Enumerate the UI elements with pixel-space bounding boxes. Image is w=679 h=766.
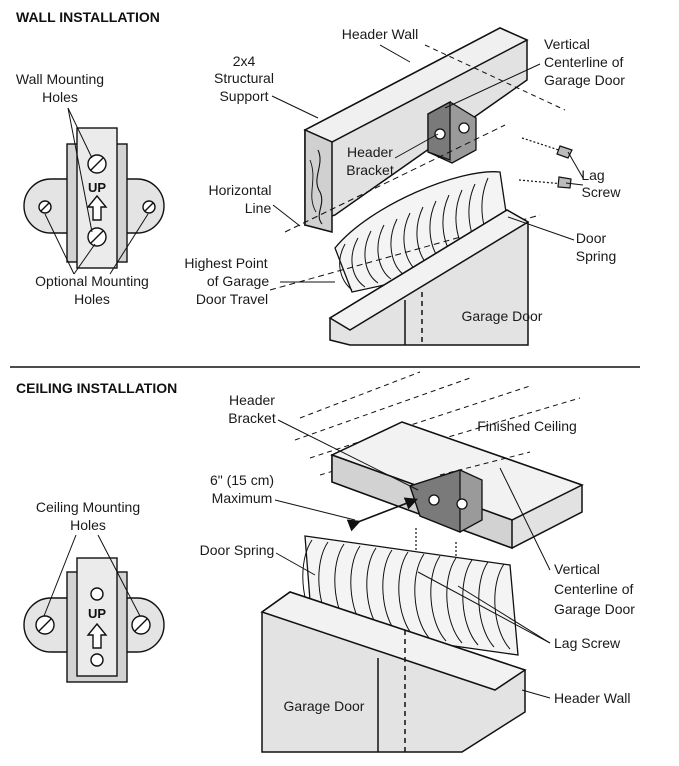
label-ceiling-mounting-holes-1: Ceiling Mounting bbox=[36, 499, 140, 515]
label-horizontal-line-1: Horizontal bbox=[208, 182, 271, 198]
label-vertical-centerline-2: Centerline of bbox=[544, 54, 623, 70]
label-door-spring-2: Spring bbox=[576, 248, 616, 264]
wall-leader-lines bbox=[44, 44, 584, 283]
optional-mounting-hole-left bbox=[38, 200, 52, 214]
wall-garage-door bbox=[328, 209, 530, 346]
wall-header-bracket bbox=[427, 100, 477, 164]
label-wall-mounting-holes-2: Holes bbox=[42, 89, 78, 105]
ceiling-mounting-hole-right bbox=[131, 615, 151, 635]
ceiling-leader-lines bbox=[43, 419, 551, 699]
label-maximum-1: 6" (15 cm) bbox=[210, 472, 274, 488]
label-header-bracket-1: Header bbox=[347, 144, 393, 160]
wall-mounting-hole-top bbox=[87, 154, 107, 174]
label-vertical-centerline-3: Garage Door bbox=[544, 72, 625, 88]
label-structural-support-3: Support bbox=[219, 88, 268, 104]
ceiling-up-label: UP bbox=[88, 606, 106, 621]
label-finished-ceiling: Finished Ceiling bbox=[477, 418, 577, 434]
label-structural-support-1: 2x4 bbox=[233, 53, 256, 69]
header-wall-block bbox=[303, 27, 529, 233]
ceiling-section-title: CEILING INSTALLATION bbox=[16, 380, 177, 396]
label-ceiling-vertical-centerline-1: Vertical bbox=[554, 561, 600, 577]
label-ceiling-door-spring: Door Spring bbox=[200, 542, 275, 558]
label-highest-point-1: Highest Point bbox=[184, 255, 267, 271]
label-horizontal-line-2: Line bbox=[245, 200, 272, 216]
up-arrow-icon bbox=[86, 194, 108, 221]
ceiling-centerline-dashed bbox=[439, 451, 531, 476]
label-wall-mounting-holes-1: Wall Mounting bbox=[16, 71, 104, 87]
ceiling-mounting-hole-left bbox=[35, 615, 55, 635]
max-distance-arrow bbox=[346, 497, 418, 532]
label-structural-support-2: Structural bbox=[214, 70, 274, 86]
label-highest-point-3: Door Travel bbox=[196, 291, 268, 307]
label-ceiling-header-bracket-2: Bracket bbox=[228, 410, 276, 426]
label-ceiling-vertical-centerline-2: Centerline of bbox=[554, 581, 633, 597]
wall-bracket-front-view bbox=[23, 127, 165, 269]
ceiling-garage-door bbox=[260, 591, 527, 753]
wall-labels: Header Wall 2x4 Structural Support Verti… bbox=[16, 26, 625, 324]
ceiling-up-arrow-icon bbox=[86, 622, 108, 649]
label-lag-screw-1: Lag bbox=[581, 167, 604, 183]
wall-section-title: WALL INSTALLATION bbox=[16, 9, 160, 25]
wall-mounting-hole-bottom bbox=[87, 227, 107, 247]
wall-up-label: UP bbox=[88, 180, 106, 195]
label-lag-screw-2: Screw bbox=[582, 184, 622, 200]
label-wall-garage-door: Garage Door bbox=[462, 308, 543, 324]
label-maximum-2: Maximum bbox=[212, 490, 273, 506]
wall-centerline-dashed bbox=[424, 44, 566, 111]
ceiling-labels: Header Bracket Finished Ceiling 6" (15 c… bbox=[36, 392, 635, 714]
label-ceiling-mounting-holes-2: Holes bbox=[70, 517, 106, 533]
ceiling-optional-hole-bottom bbox=[90, 653, 104, 667]
label-ceiling-vertical-centerline-3: Garage Door bbox=[554, 601, 635, 617]
label-header-bracket-2: Bracket bbox=[346, 162, 394, 178]
ceiling-header-bracket bbox=[409, 469, 483, 533]
horizontal-line-dashed bbox=[284, 124, 506, 233]
label-highest-point-2: of Garage bbox=[207, 273, 269, 289]
wall-lag-screws bbox=[518, 137, 573, 189]
label-ceiling-lag-screw: Lag Screw bbox=[554, 635, 621, 651]
ceiling-optional-hole-top bbox=[90, 587, 104, 601]
label-ceiling-header-wall: Header Wall bbox=[554, 690, 631, 706]
label-optional-mounting-holes-1: Optional Mounting bbox=[35, 273, 149, 289]
label-header-wall: Header Wall bbox=[342, 26, 419, 42]
label-ceiling-header-bracket-1: Header bbox=[229, 392, 275, 408]
ceiling-bracket-front-view bbox=[23, 557, 165, 683]
label-optional-mounting-holes-2: Holes bbox=[74, 291, 110, 307]
label-vertical-centerline-1: Vertical bbox=[544, 36, 590, 52]
optional-mounting-hole-right bbox=[142, 200, 156, 214]
label-door-spring-1: Door bbox=[576, 230, 607, 246]
label-ceiling-garage-door: Garage Door bbox=[284, 698, 365, 714]
